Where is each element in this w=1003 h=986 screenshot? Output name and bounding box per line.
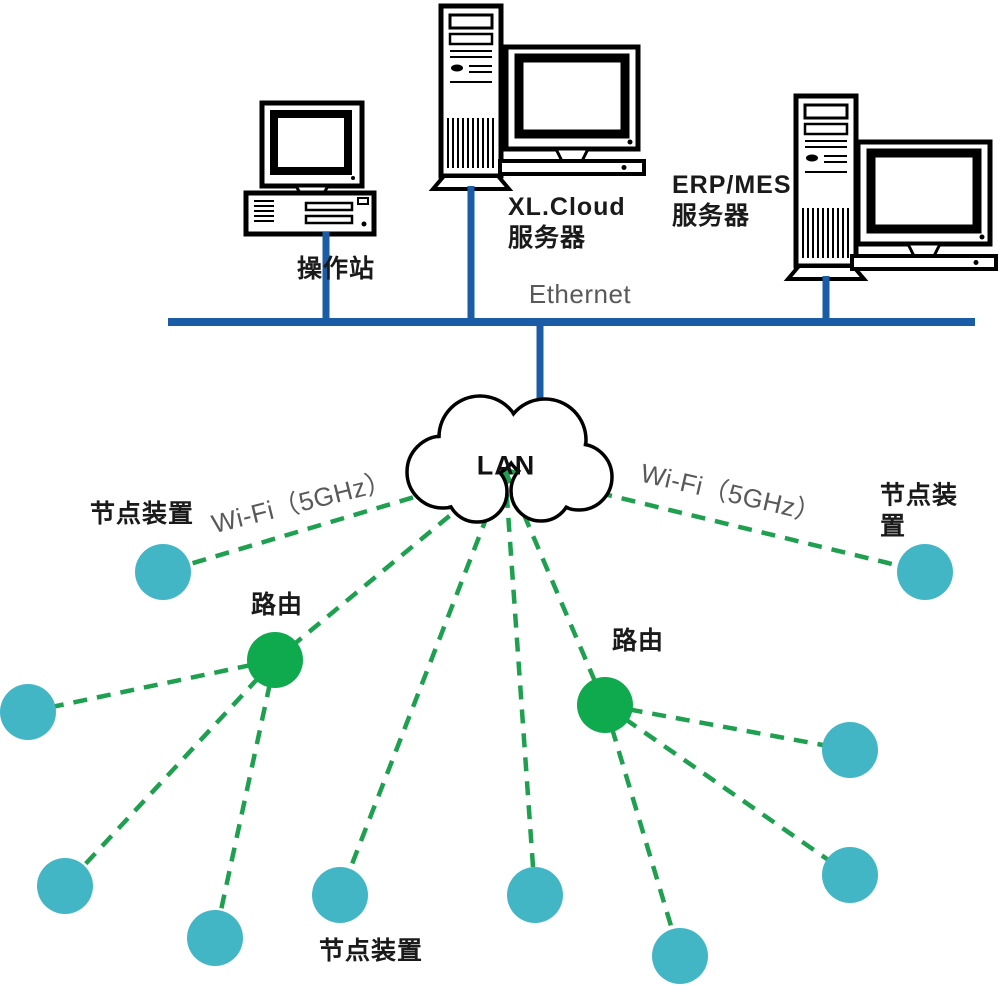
- device-node-n10: [897, 544, 953, 600]
- xlcloud-server-label: XL.Cloud 服务器: [508, 193, 626, 252]
- device-node-n6: [507, 867, 563, 923]
- workstation-illustration: [243, 100, 377, 237]
- wifi-link-r1-n4: [212, 659, 278, 939]
- ethernet-bus: [168, 186, 975, 445]
- wifi-links: [27, 467, 926, 957]
- network-nodes: [0, 544, 953, 984]
- router-node-r1: [247, 632, 303, 688]
- wifi-link-cloud-n5: [337, 469, 508, 896]
- erp-server-label: ERP/MES 服务器: [672, 171, 792, 230]
- node-device-label-left: 节点装置: [89, 499, 195, 528]
- device-node-n5: [312, 867, 368, 923]
- router-label-right: 路由: [611, 626, 665, 655]
- wifi-link-r1-n3: [63, 658, 277, 888]
- wifi-link-cloud-n6: [502, 469, 538, 896]
- device-node-n8: [822, 722, 878, 778]
- xlcloud-server-illustration: [433, 6, 644, 189]
- wifi-link-r2-n8: [604, 702, 851, 753]
- device-node-n7: [652, 928, 708, 984]
- device-node-n9: [822, 847, 878, 903]
- workstation-label: 操作站: [296, 254, 376, 283]
- erp-server-illustration: [788, 96, 996, 279]
- wifi-link-r1-n2: [27, 657, 276, 715]
- device-node-n3: [37, 858, 93, 914]
- ethernet-label: Ethernet: [528, 279, 632, 310]
- router-node-r2: [577, 677, 633, 733]
- lan-label: LAN: [476, 450, 536, 481]
- wifi-link-r2-n7: [602, 704, 683, 957]
- node-device-label-right: 节点装置: [880, 481, 959, 541]
- device-node-n4: [187, 910, 243, 966]
- device-node-n2: [0, 684, 56, 740]
- lan-cloud: [405, 394, 614, 524]
- node-device-label-bottom: 节点装置: [318, 936, 424, 965]
- device-node-n1: [135, 544, 191, 600]
- wifi-link-r2-n9: [603, 703, 852, 877]
- wifi-link-cloud-r2: [502, 469, 608, 706]
- router-label-left: 路由: [250, 590, 304, 619]
